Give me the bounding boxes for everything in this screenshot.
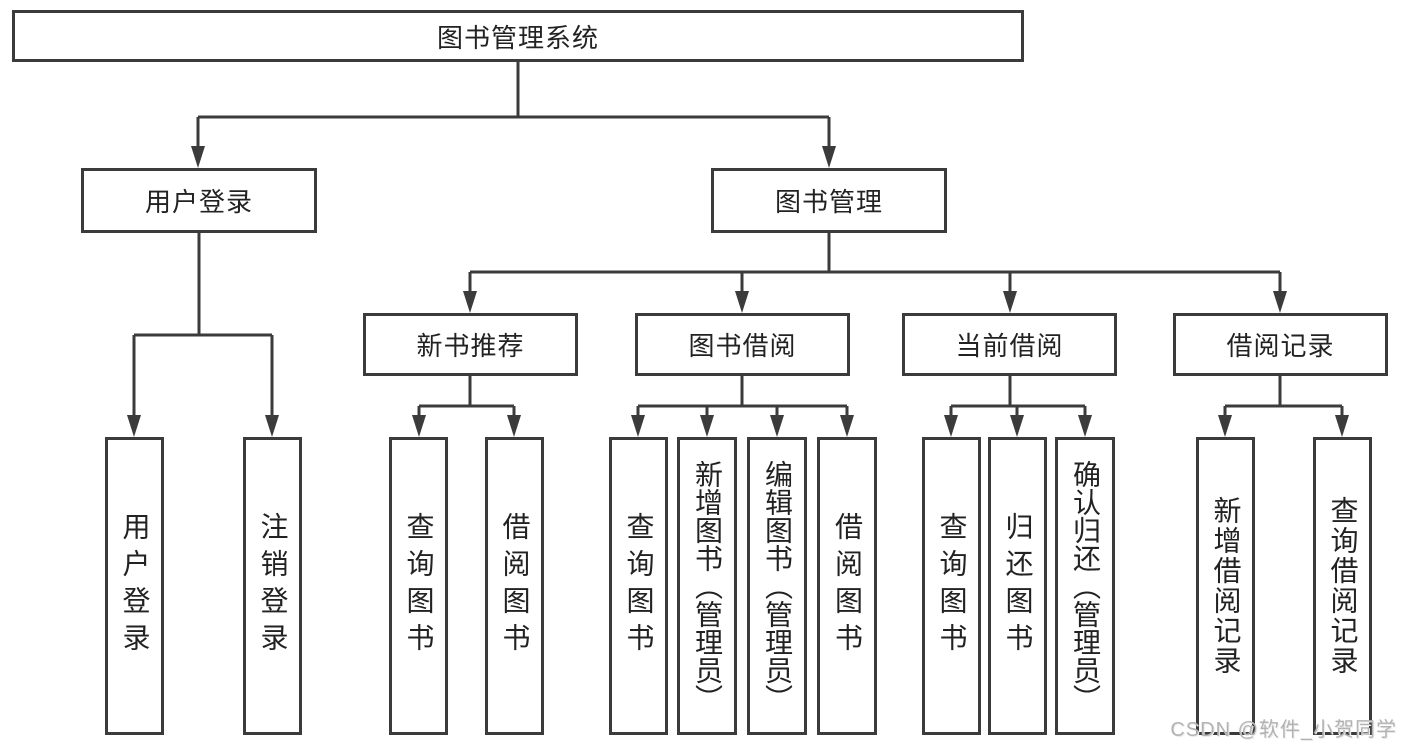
leaf-cb-confirm-return-admin: 确认归还（管理员）: [1055, 437, 1115, 735]
leaf-br-query-record-label: 查询借阅记录: [1327, 496, 1359, 676]
leaf-br-add-record-label: 新增借阅记录: [1210, 496, 1242, 676]
leaf-nbr-query-books-label: 查询图书: [403, 512, 435, 660]
node-current-borrow: 当前借阅: [902, 313, 1117, 376]
leaf-user-login-label: 用户登录: [119, 512, 151, 660]
leaf-cb-query-books: 查询图书: [922, 437, 981, 735]
leaf-logout: 注销登录: [243, 437, 302, 735]
leaf-nbr-query-books: 查询图书: [389, 437, 448, 735]
leaf-br-add-record: 新增借阅记录: [1196, 437, 1255, 735]
leaf-nbr-borrow-books-label: 借阅图书: [499, 512, 531, 660]
root-node-system: 图书管理系统: [12, 10, 1024, 62]
leaf-bb-borrow-books: 借阅图书: [817, 437, 877, 735]
node-user-login: 用户登录: [81, 168, 317, 233]
node-new-book-recommend-label: 新书推荐: [416, 331, 525, 361]
node-book-borrow: 图书借阅: [635, 313, 850, 376]
leaf-bb-edit-books-admin: 编辑图书（管理员）: [747, 437, 807, 735]
leaf-cb-confirm-return-admin-label: 确认归还（管理员）: [1070, 460, 1101, 712]
node-borrow-records-label: 借阅记录: [1226, 331, 1335, 361]
leaf-nbr-borrow-books: 借阅图书: [485, 437, 544, 735]
node-book-management-label: 图书管理: [774, 187, 883, 217]
leaf-cb-return-books: 归还图书: [988, 437, 1047, 735]
leaf-cb-return-books-label: 归还图书: [1002, 512, 1034, 660]
watermark: CSDN @软件_小贺同学: [1170, 719, 1397, 741]
leaf-cb-query-books-label: 查询图书: [936, 512, 968, 660]
root-node-label: 图书管理系统: [436, 22, 599, 53]
node-new-book-recommend: 新书推荐: [363, 313, 578, 376]
leaf-bb-borrow-books-label: 借阅图书: [832, 512, 863, 660]
leaf-bb-add-books-admin: 新增图书（管理员）: [677, 437, 737, 735]
node-book-borrow-label: 图书借阅: [688, 331, 797, 361]
node-book-management: 图书管理: [711, 168, 947, 233]
leaf-logout-label: 注销登录: [257, 512, 289, 660]
leaf-bb-edit-books-admin-label: 编辑图书（管理员）: [762, 460, 793, 712]
node-user-login-label: 用户登录: [144, 187, 253, 217]
node-current-borrow-label: 当前借阅: [955, 331, 1064, 361]
leaf-bb-add-books-admin-label: 新增图书（管理员）: [692, 460, 723, 712]
node-borrow-records: 借阅记录: [1173, 313, 1388, 376]
leaf-bb-query-books: 查询图书: [609, 437, 668, 735]
leaf-br-query-record: 查询借阅记录: [1313, 437, 1372, 735]
leaf-bb-query-books-label: 查询图书: [623, 512, 655, 660]
leaf-user-login: 用户登录: [105, 437, 164, 735]
